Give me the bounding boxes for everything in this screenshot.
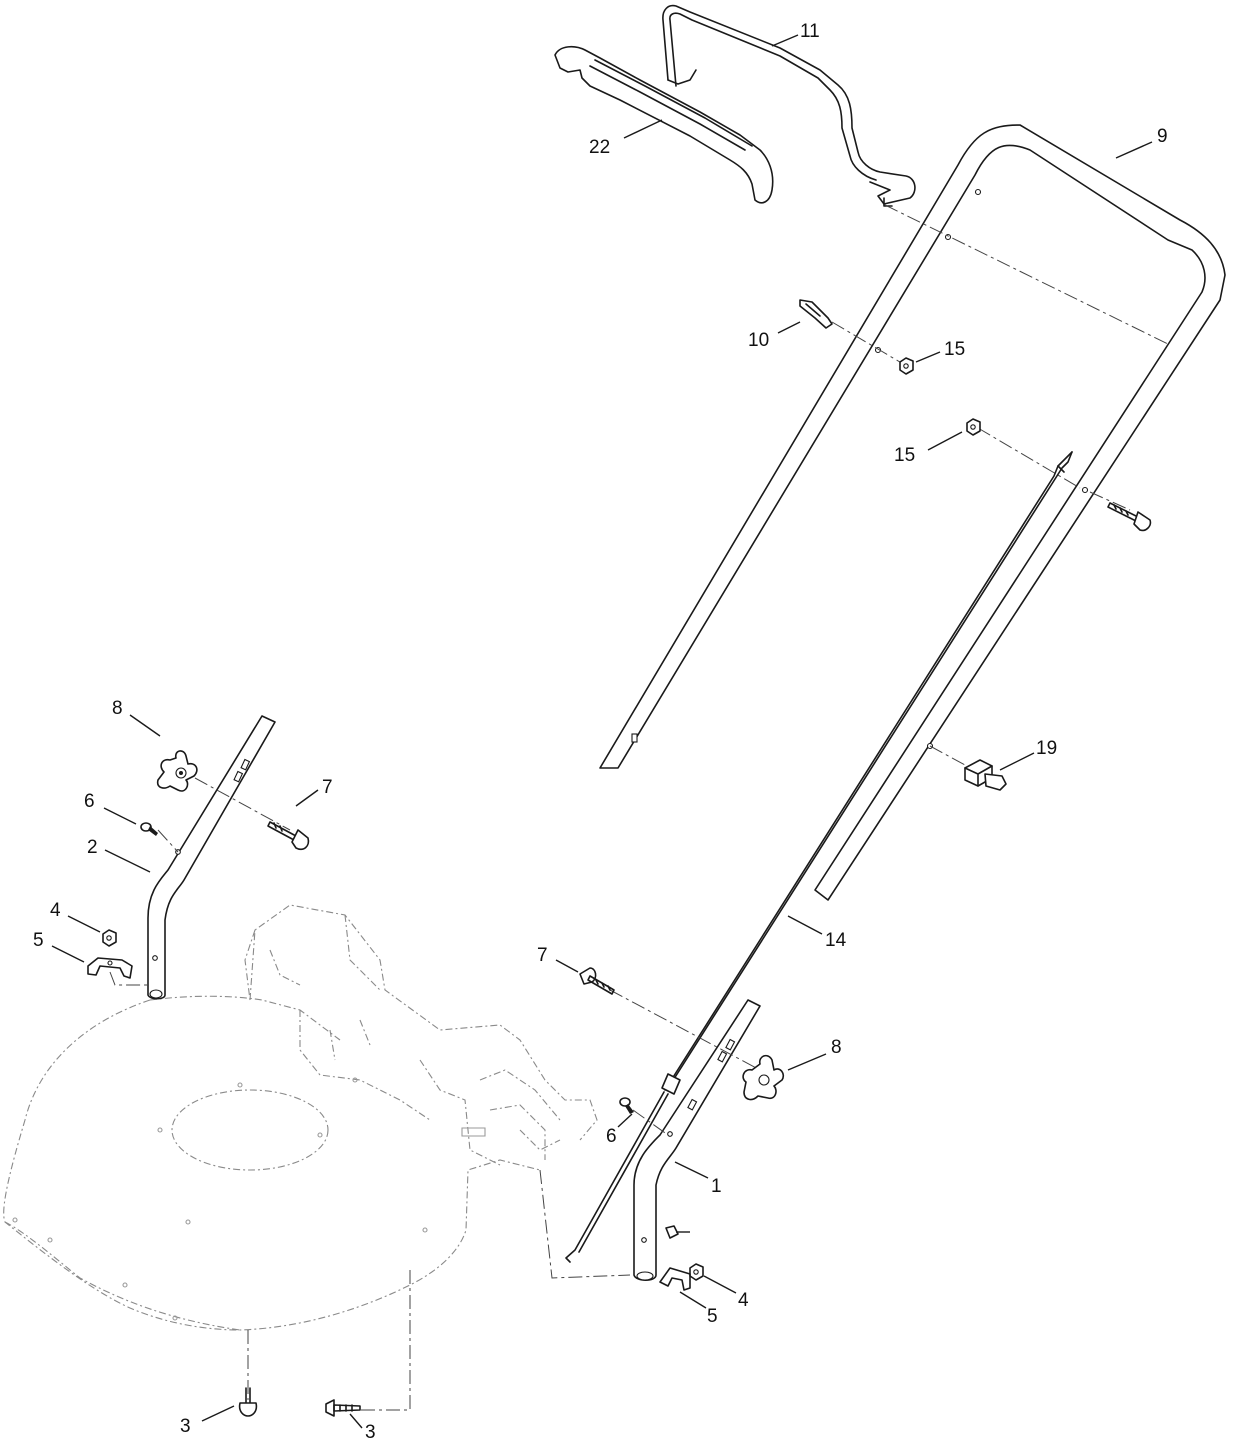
upper-handle-part-9 xyxy=(599,124,1226,901)
svg-text:3: 3 xyxy=(365,1422,376,1443)
centerline-bail-pivot xyxy=(884,204,1171,346)
centerline-bolt xyxy=(1089,491,1131,511)
svg-text:3: 3 xyxy=(180,1416,191,1437)
centerline-cable-clip xyxy=(831,321,906,366)
nut-part-4-left xyxy=(102,929,117,947)
control-cable-part-14 xyxy=(565,451,1073,1263)
carriage-bolt-part-3-front xyxy=(238,1387,258,1417)
centerline-clip-19 xyxy=(929,745,966,766)
svg-text:4: 4 xyxy=(50,900,61,921)
callout-15-lower: 15 xyxy=(894,431,963,466)
cable-clip-part-10 xyxy=(799,299,833,329)
callout-3-front: 3 xyxy=(180,1405,235,1437)
centerline-left-screw xyxy=(157,829,179,853)
screw-part-6-right xyxy=(619,1097,634,1114)
centerline-left-knob xyxy=(194,777,291,831)
callout-3-rear: 3 xyxy=(349,1413,376,1443)
lower-handle-right-part-1 xyxy=(633,999,761,1282)
centerline-right-knob xyxy=(609,989,761,1071)
callout-6-right: 6 xyxy=(606,1113,633,1147)
nut-part-4-right xyxy=(689,1263,704,1281)
svg-text:10: 10 xyxy=(748,330,769,351)
bail-bar-part-11 xyxy=(662,4,916,207)
svg-text:11: 11 xyxy=(800,21,820,42)
centerline-left-bracket xyxy=(109,971,148,986)
callout-10: 10 xyxy=(748,321,801,351)
svg-text:1: 1 xyxy=(711,1176,722,1197)
centerline-nut xyxy=(977,427,1081,489)
bracket-part-5-right xyxy=(659,1267,691,1291)
svg-text:6: 6 xyxy=(606,1126,617,1147)
callout-5-left: 5 xyxy=(33,930,85,963)
svg-text:7: 7 xyxy=(322,777,333,798)
callout-4-left: 4 xyxy=(50,900,101,933)
screw-part-6-left xyxy=(140,822,158,836)
svg-text:2: 2 xyxy=(87,837,98,858)
svg-text:6: 6 xyxy=(84,791,95,812)
carriage-bolt-part-3-rear xyxy=(325,1399,361,1417)
svg-text:15: 15 xyxy=(894,445,915,466)
knob-part-8-right xyxy=(742,1054,785,1101)
svg-text:5: 5 xyxy=(707,1306,718,1327)
svg-text:14: 14 xyxy=(825,930,847,951)
callout-15-upper: 15 xyxy=(915,339,965,363)
svg-text:7: 7 xyxy=(537,945,548,966)
lower-handle-left-part-2 xyxy=(147,715,276,1000)
centerline-right-bracket xyxy=(539,1169,631,1279)
svg-text:15: 15 xyxy=(944,339,965,360)
bolt-right-handle-upper xyxy=(665,1225,690,1239)
callout-6-left: 6 xyxy=(84,791,137,825)
callout-2: 2 xyxy=(87,837,151,873)
cable-clip-part-19 xyxy=(964,759,1007,791)
knob-part-8-left xyxy=(156,750,198,792)
callout-19: 19 xyxy=(999,738,1057,771)
svg-text:8: 8 xyxy=(112,698,123,719)
callout-11: 11 xyxy=(771,21,820,47)
svg-text:4: 4 xyxy=(738,1290,749,1311)
centerline-rear-bolt xyxy=(360,1270,411,1411)
carriage-bolt-part-7-right xyxy=(579,967,615,995)
centerline-right-screw xyxy=(632,1109,669,1136)
nut-part-15-upper xyxy=(899,357,914,375)
callout-7-left: 7 xyxy=(295,777,333,807)
callout-1: 1 xyxy=(674,1161,722,1197)
svg-text:9: 9 xyxy=(1157,126,1168,147)
callout-7-right: 7 xyxy=(537,945,579,973)
nut-part-15-lower xyxy=(966,418,981,436)
svg-text:19: 19 xyxy=(1036,738,1057,759)
carriage-bolt-part-7-left xyxy=(267,821,310,851)
mower-deck-ghost xyxy=(3,904,598,1331)
callout-5-right: 5 xyxy=(679,1291,718,1327)
svg-text:8: 8 xyxy=(831,1037,842,1058)
carriage-bolt-upper xyxy=(1107,502,1152,532)
callout-8-left: 8 xyxy=(112,698,161,737)
callout-8-right: 8 xyxy=(787,1037,842,1071)
callout-22: 22 xyxy=(589,119,663,158)
bracket-part-5-left xyxy=(87,957,133,979)
callout-4-right: 4 xyxy=(703,1275,749,1311)
callout-9: 9 xyxy=(1115,126,1168,159)
svg-text:22: 22 xyxy=(589,137,610,158)
bail-cover-part-22 xyxy=(554,45,774,204)
svg-text:5: 5 xyxy=(33,930,44,951)
callout-14: 14 xyxy=(787,915,847,951)
